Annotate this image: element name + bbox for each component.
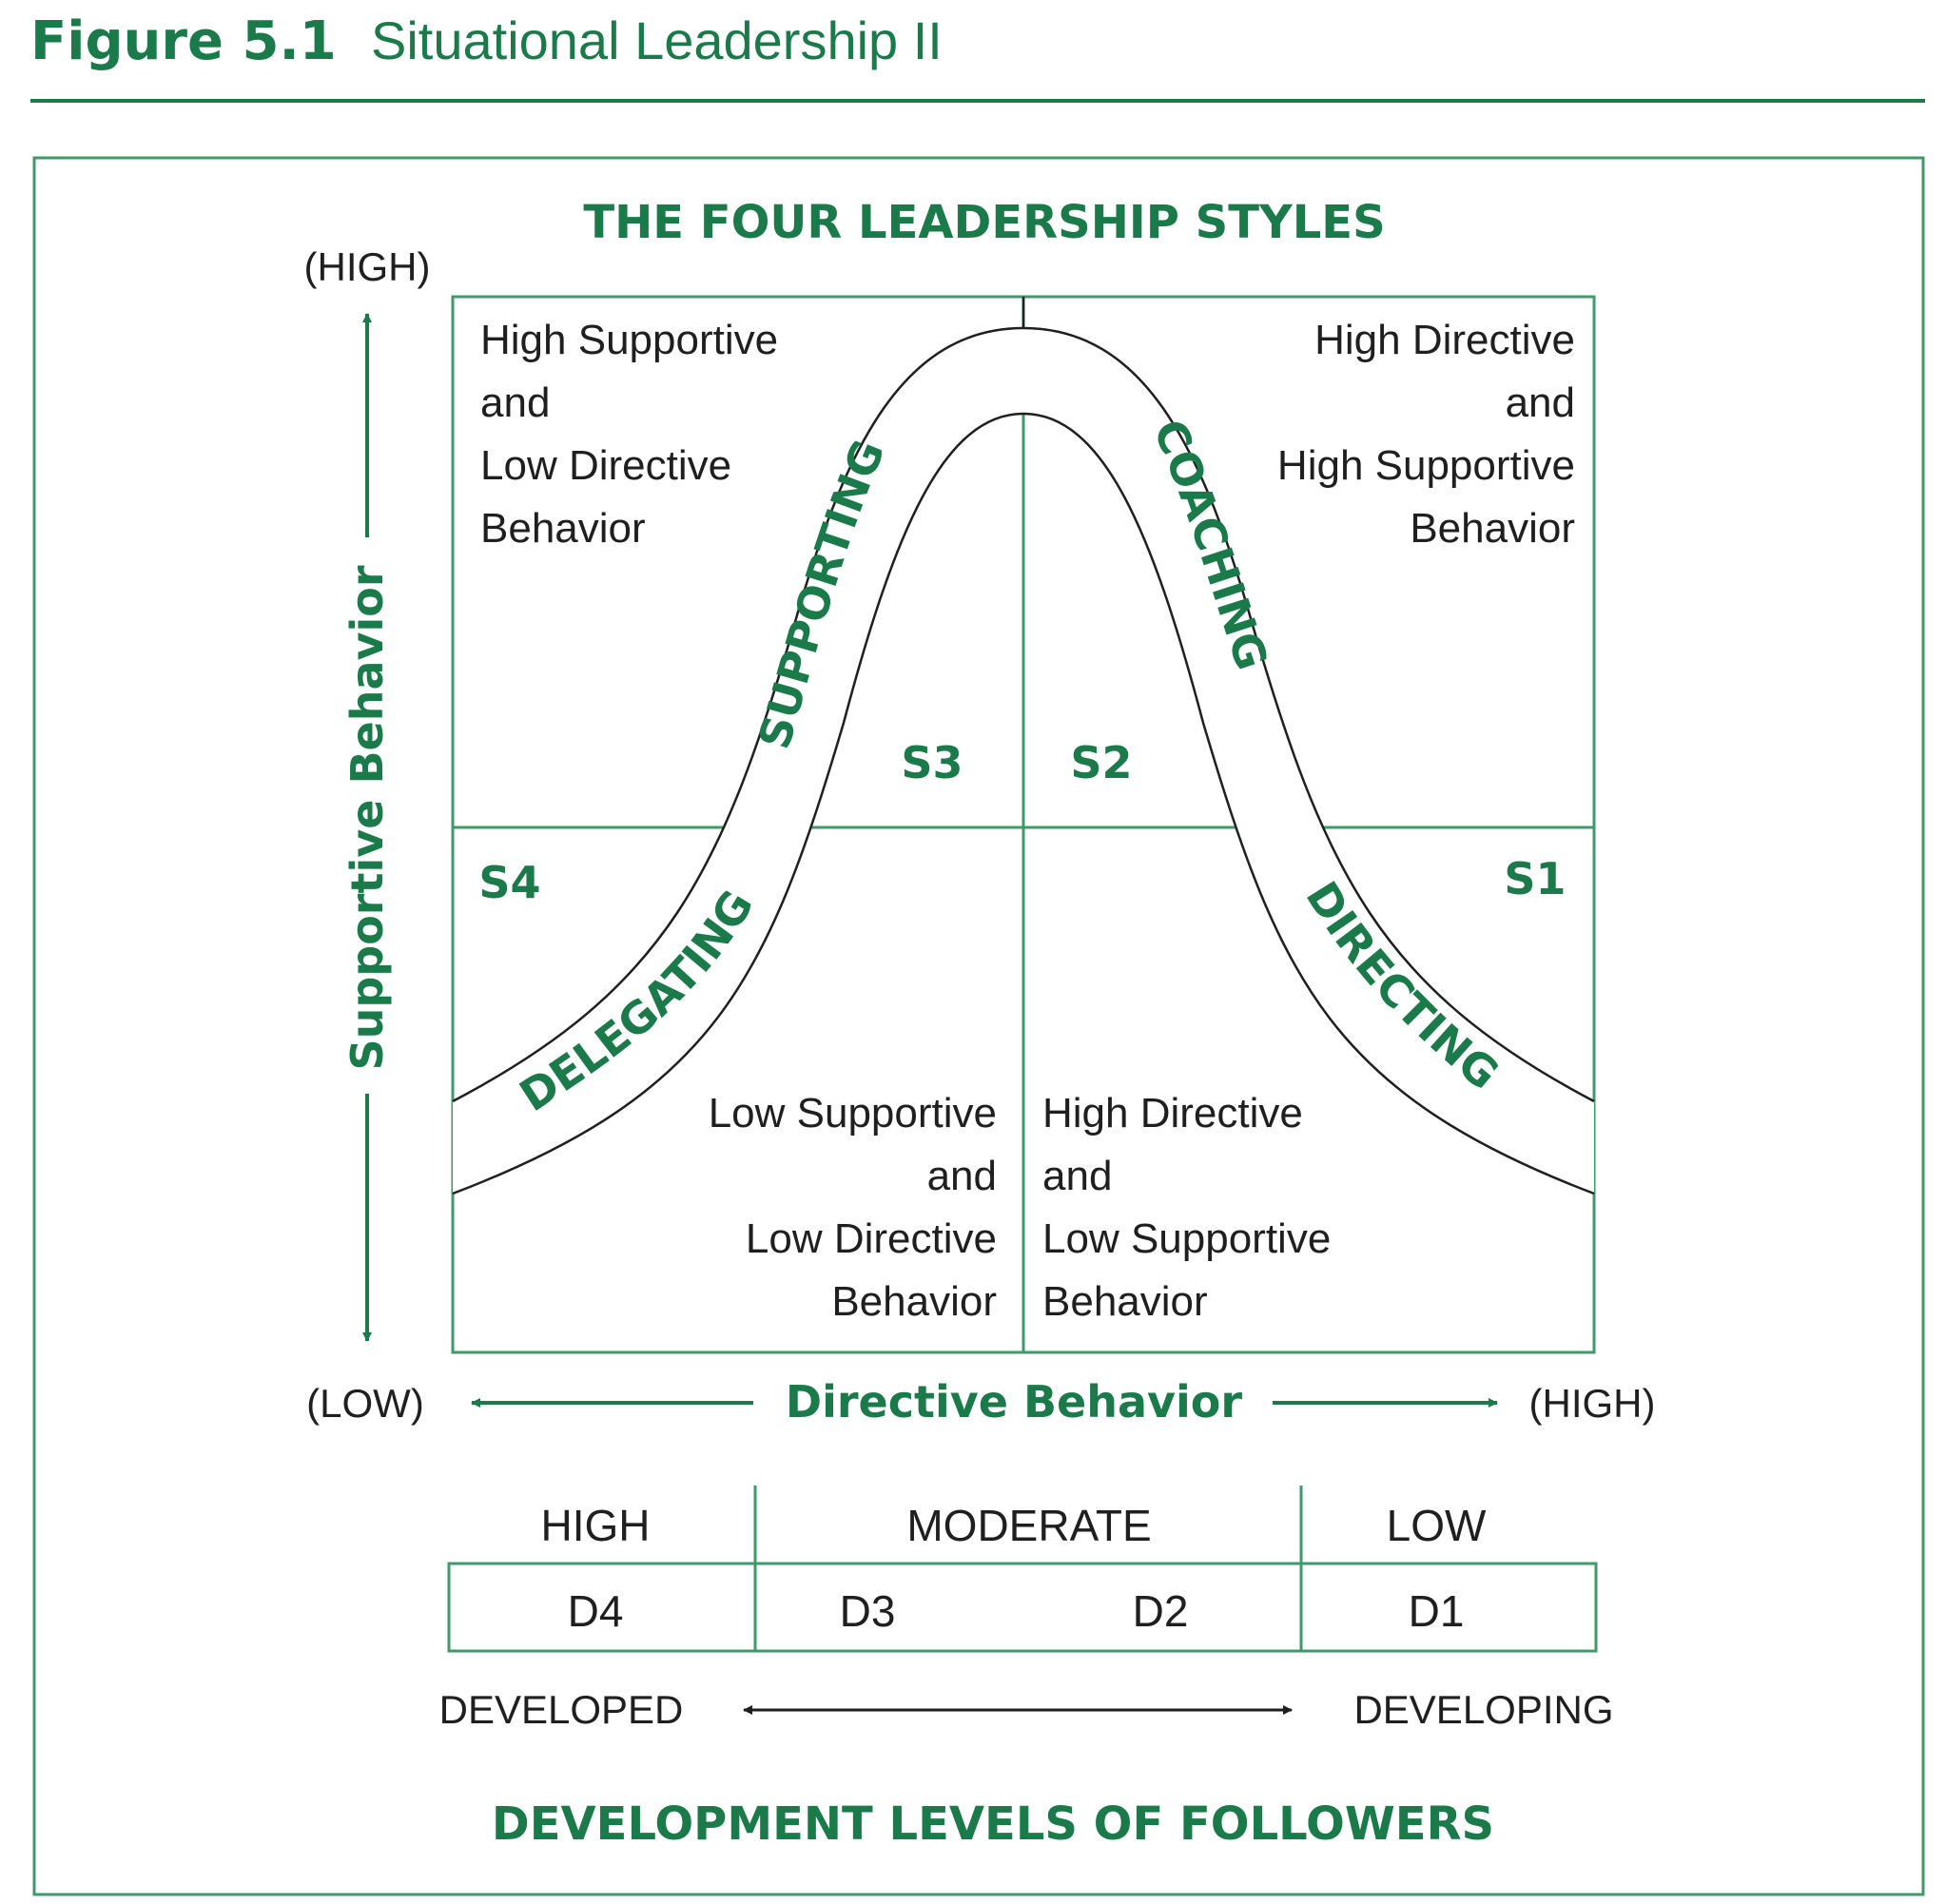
y-axis-label: Supportive Behavior (341, 565, 393, 1070)
svg-text:High Supportive: High Supportive (480, 317, 778, 363)
development-heading: DEVELOPMENT LEVELS OF FOLLOWERS (492, 1797, 1494, 1851)
figure-frame (32, 156, 1925, 1896)
quadrant-top-right-text: High Directive and High Supportive Behav… (1277, 317, 1575, 552)
figure-title: Situational Leadership II (371, 10, 943, 70)
bell-curve-inner (452, 412, 1595, 1195)
bell-curve-band (453, 328, 1594, 1194)
development-code-row (447, 1562, 1598, 1653)
svg-text:Low Directive: Low Directive (746, 1215, 997, 1262)
style-code-s1: S1 (1504, 853, 1566, 904)
style-code-s4: S4 (478, 857, 540, 908)
style-code-s2: S2 (1070, 737, 1132, 788)
y-axis-high-label: (HIGH) (304, 244, 431, 289)
svg-text:Low Supportive: Low Supportive (709, 1090, 997, 1137)
svg-text:Behavior: Behavior (1410, 505, 1575, 552)
x-axis-high-label: (HIGH) (1529, 1381, 1656, 1426)
svg-text:and: and (1042, 1153, 1112, 1199)
svg-text:and: and (927, 1153, 997, 1199)
svg-text:Behavior: Behavior (831, 1278, 997, 1325)
quadrant-bottom-right-text: High Directive and Low Supportive Behavi… (1042, 1090, 1331, 1325)
style-code-s3: S3 (901, 737, 963, 788)
dev-code-d1: D1 (1409, 1586, 1465, 1636)
x-axis-low-label: (LOW) (306, 1381, 424, 1426)
svg-text:and: and (480, 379, 550, 426)
svg-text:High Supportive: High Supportive (1277, 442, 1575, 489)
level-low: LOW (1387, 1501, 1487, 1550)
svg-text:High Directive: High Directive (1042, 1090, 1303, 1137)
developed-label: DEVELOPED (439, 1687, 684, 1732)
svg-text:High Directive: High Directive (1314, 317, 1575, 363)
svg-text:Behavior: Behavior (480, 505, 646, 552)
dev-code-d4: D4 (568, 1586, 624, 1636)
developing-label: DEVELOPING (1353, 1687, 1613, 1732)
quadrant-top-left-text: High Supportive and Low Directive Behavi… (480, 317, 778, 552)
svg-text:and: and (1506, 379, 1575, 426)
svg-text:Behavior: Behavior (1042, 1278, 1208, 1325)
quadrant-bottom-left-text: Low Supportive and Low Directive Behavio… (709, 1090, 997, 1325)
dev-code-d3: D3 (840, 1586, 896, 1636)
styles-heading: THE FOUR LEADERSHIP STYLES (583, 196, 1385, 249)
svg-text:Low Supportive: Low Supportive (1042, 1215, 1331, 1262)
dev-code-d2: D2 (1133, 1586, 1189, 1636)
figure-number: Figure 5.1 (30, 10, 337, 72)
level-moderate: MODERATE (906, 1501, 1151, 1550)
svg-text:Low Directive: Low Directive (480, 442, 731, 489)
x-axis-label: Directive Behavior (786, 1376, 1242, 1428)
level-high: HIGH (541, 1501, 651, 1550)
